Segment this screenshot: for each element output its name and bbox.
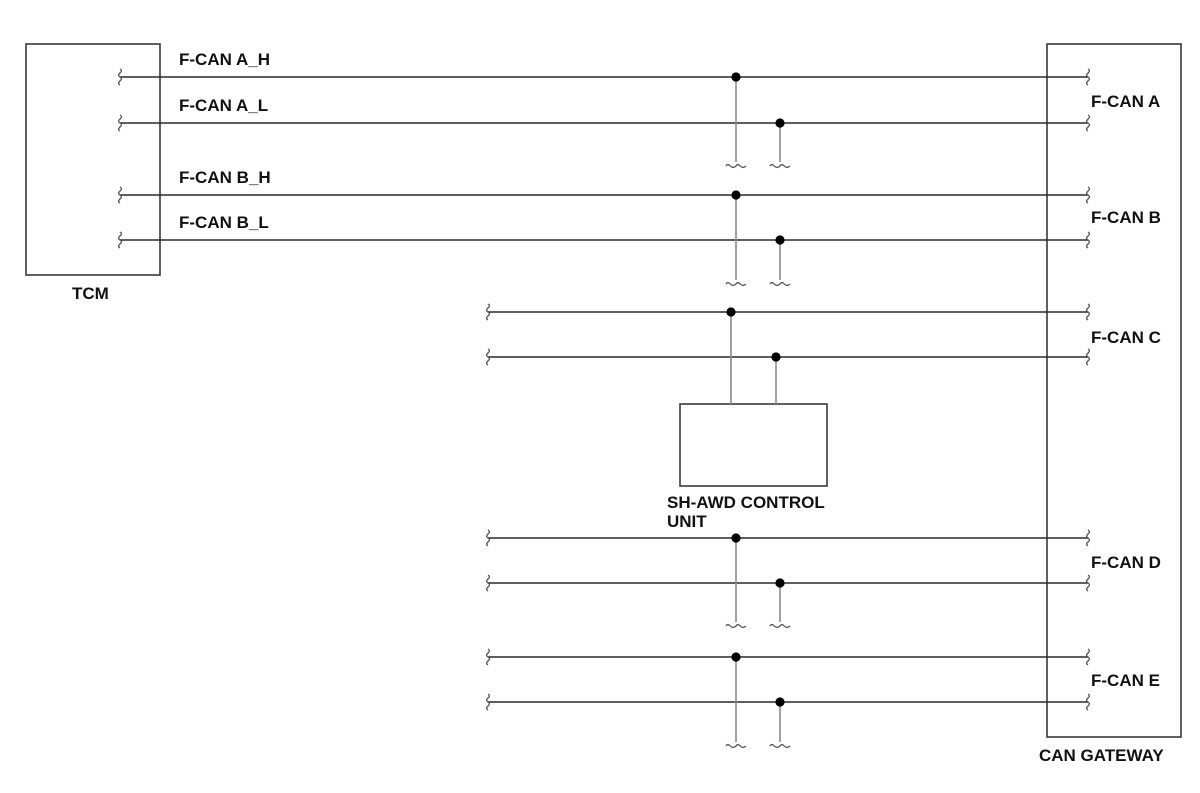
junction-dot	[731, 190, 741, 200]
wire-break-icon	[1085, 303, 1091, 321]
sh-awd-control-unit-box	[679, 403, 828, 487]
wire-break-icon	[1085, 186, 1091, 204]
labels: F-CAN A_H F-CAN A_L F-CAN B_H F-CAN B_L …	[72, 50, 1164, 765]
junction-dot	[775, 235, 785, 245]
label-bus-f-can-c: F-CAN C	[1091, 328, 1161, 347]
drop-stubs	[730, 77, 781, 742]
junction-dot	[775, 697, 785, 707]
tcm-box	[25, 43, 161, 276]
label-bus-f-can-d: F-CAN D	[1091, 553, 1161, 572]
wire-break-icon	[485, 348, 491, 366]
label-sh-awd-control-unit-line1: SH-AWD CONTROL	[667, 493, 825, 512]
junction-dot	[726, 307, 736, 317]
wire-break-icon	[117, 186, 123, 204]
stub-break-icon	[769, 623, 791, 629]
wire-break-icon	[1085, 68, 1091, 86]
wire-break-icon	[485, 529, 491, 547]
junction-dot	[775, 578, 785, 588]
stub-break-icon	[725, 281, 747, 287]
wire-break-icon	[1085, 231, 1091, 249]
junction-dot	[731, 533, 741, 543]
stub-break-icon	[725, 743, 747, 749]
stub-break-icon	[769, 281, 791, 287]
stub-break-icon	[769, 743, 791, 749]
label-sh-awd-control-unit-line2: UNIT	[667, 512, 707, 531]
wire-break-icon	[485, 648, 491, 666]
wire-break-icon	[1085, 529, 1091, 547]
stub-break-icon	[769, 163, 791, 169]
label-f-can-a-l: F-CAN A_L	[179, 96, 268, 115]
wire-break-icon	[485, 693, 491, 711]
wire-break-icon	[485, 303, 491, 321]
bus-wires	[120, 76, 1088, 703]
stub-break-icon	[725, 623, 747, 629]
label-f-can-b-h: F-CAN B_H	[179, 168, 271, 187]
label-can-gateway: CAN GATEWAY	[1039, 746, 1164, 765]
can-gateway-box	[1046, 43, 1182, 738]
label-bus-f-can-b: F-CAN B	[1091, 208, 1161, 227]
label-bus-f-can-a: F-CAN A	[1091, 92, 1160, 111]
junction-dot	[771, 352, 781, 362]
label-tcm: TCM	[72, 284, 109, 303]
wire-break-icon	[117, 231, 123, 249]
label-f-can-b-l: F-CAN B_L	[179, 213, 269, 232]
wire-break-icon	[1085, 648, 1091, 666]
junction-dots	[726, 72, 785, 707]
wire-break-icon	[117, 114, 123, 132]
label-f-can-a-h: F-CAN A_H	[179, 50, 270, 69]
junction-dot	[731, 72, 741, 82]
wire-break-icon	[117, 68, 123, 86]
wire-break-icon	[1085, 574, 1091, 592]
stub-break-icon	[725, 163, 747, 169]
wire-break-icon	[1085, 348, 1091, 366]
junction-dot	[731, 652, 741, 662]
break-symbols	[117, 68, 1091, 749]
label-bus-f-can-e: F-CAN E	[1091, 671, 1160, 690]
junction-dot	[775, 118, 785, 128]
wire-break-icon	[1085, 693, 1091, 711]
wire-break-icon	[485, 574, 491, 592]
wire-break-icon	[1085, 114, 1091, 132]
